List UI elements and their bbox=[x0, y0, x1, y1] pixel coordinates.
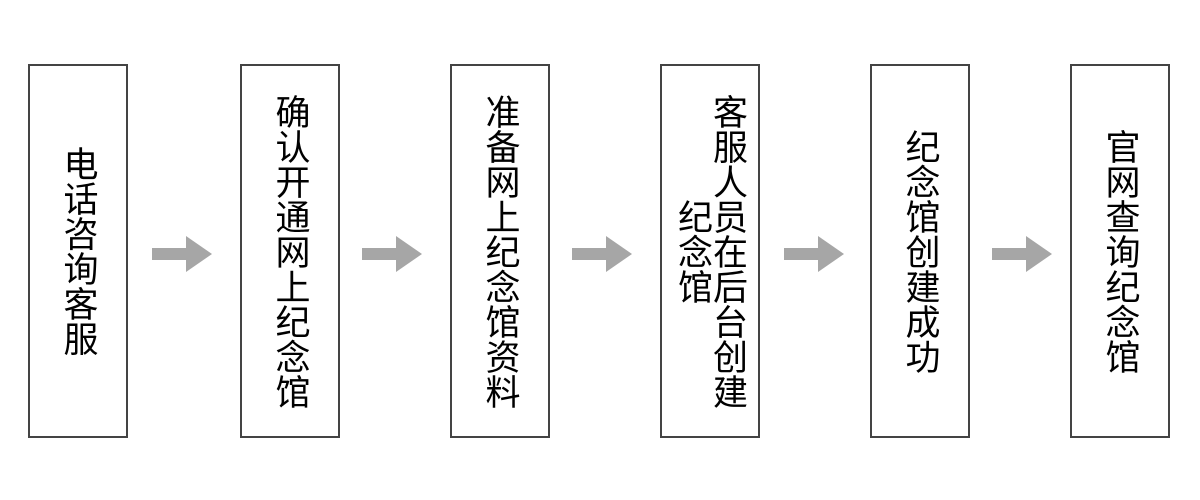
flow-step-4[interactable]: 客服人员在后台创建纪念馆 bbox=[660, 64, 760, 438]
flow-step-1-label: 电话咨询客服 bbox=[58, 146, 98, 356]
arrow-right-icon-3 bbox=[572, 234, 632, 274]
flow-step-5[interactable]: 纪念馆创建成功 bbox=[870, 64, 970, 438]
arrow-right-icon-1 bbox=[152, 234, 212, 274]
flow-step-6[interactable]: 官网查询纪念馆 bbox=[1070, 64, 1170, 438]
flow-step-1[interactable]: 电话咨询客服 bbox=[28, 64, 128, 438]
flow-step-2[interactable]: 确认开通网上纪念馆 bbox=[240, 64, 340, 438]
flow-step-6-label: 官网查询纪念馆 bbox=[1100, 128, 1140, 374]
flow-step-3-label: 准备网上纪念馆资料 bbox=[480, 93, 520, 409]
arrow-right-icon-2 bbox=[362, 234, 422, 274]
flow-step-4-label: 客服人员在后台创建纪念馆 bbox=[673, 93, 747, 409]
flow-step-5-label: 纪念馆创建成功 bbox=[900, 128, 940, 374]
flow-step-2-label: 确认开通网上纪念馆 bbox=[270, 93, 310, 409]
arrow-right-icon-5 bbox=[992, 234, 1052, 274]
flow-step-3[interactable]: 准备网上纪念馆资料 bbox=[450, 64, 550, 438]
arrow-right-icon-4 bbox=[784, 234, 844, 274]
